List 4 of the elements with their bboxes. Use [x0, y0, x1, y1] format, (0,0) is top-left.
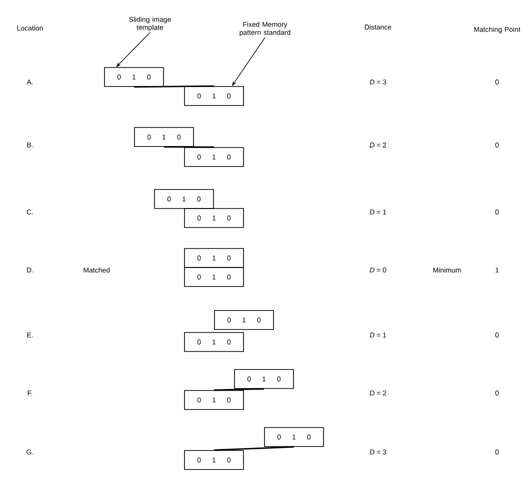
alignment-line — [214, 446, 294, 451]
alignment-line — [164, 146, 214, 148]
alignment-line — [134, 85, 214, 88]
alignment-line — [214, 388, 264, 391]
